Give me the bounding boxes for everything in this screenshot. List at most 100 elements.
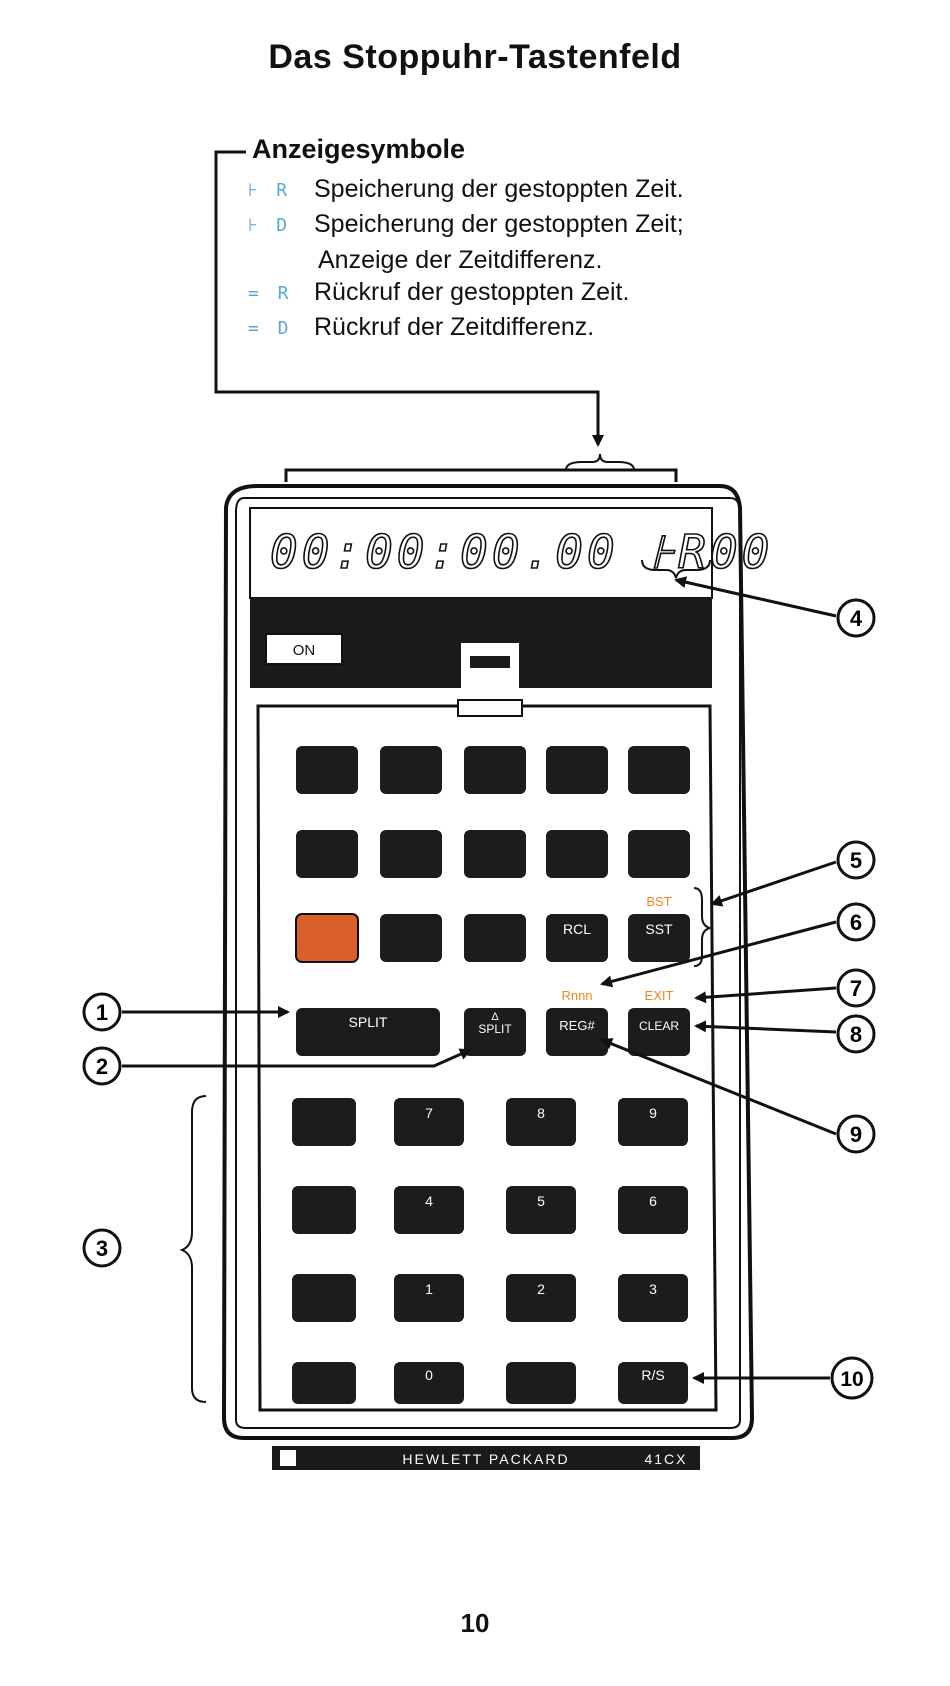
sst-key-label: SST [645,921,673,937]
key-1[interactable] [394,1274,464,1322]
blank-key-r2-2[interactable] [380,830,442,878]
key-6[interactable] [618,1186,688,1234]
legend-text-recall-r: Rückruf der gestoppten Zeit. [314,278,630,306]
callout-1: 1 [82,992,122,1032]
reg-key-label: REG# [559,1018,595,1033]
shift-key[interactable] [295,913,359,963]
blank-key-r1-4[interactable] [546,746,608,794]
key-7[interactable] [394,1098,464,1146]
split-key[interactable] [296,1008,440,1056]
key-row-5: 7 8 9 [292,1098,688,1146]
key-8[interactable] [506,1098,576,1146]
key-2[interactable] [506,1274,576,1322]
model-label: 41CX [644,1451,687,1467]
callout-2: 2 [82,1046,122,1086]
key-4-label: 4 [425,1193,433,1209]
blank-key-r1-5[interactable] [628,746,690,794]
callout-3-label: 3 [96,1236,108,1261]
key-row-4: SPLIT Δ SPLIT REG# Rnnn CLEAR EXIT [296,988,690,1056]
callout-6: 6 [836,902,876,942]
row3-brace [693,887,711,967]
key-row-8: 0 R/S [292,1362,688,1404]
blank-key-r7-1[interactable] [292,1274,356,1322]
legend-text-store-r: Speicherung der gestoppten Zeit. [314,175,684,203]
blank-key-r2-1[interactable] [296,830,358,878]
blank-key-r2-5[interactable] [628,830,690,878]
callout-4: 4 [836,598,876,638]
blank-key-r5-1[interactable] [292,1098,356,1146]
legend-symbol-store-d: ⊦ D [248,215,292,236]
key-8-label: 8 [537,1105,545,1121]
blank-key-r1-1[interactable] [296,746,358,794]
delta-split-key-label: SPLIT [478,1022,512,1036]
key-row-2 [296,830,690,878]
bst-shift-label: BST [646,894,671,909]
legend-brace [565,453,635,471]
delta-split-key[interactable] [464,1008,526,1056]
blank-key-r1-2[interactable] [380,746,442,794]
callout-1-label: 1 [96,1000,108,1025]
clear-key-label: CLEAR [639,1019,679,1033]
leader-5 [710,860,837,907]
blank-key-r6-1[interactable] [292,1186,356,1234]
blank-key-r1-3[interactable] [464,746,526,794]
rcl-key-label: RCL [563,921,591,937]
key-9-label: 9 [649,1105,657,1121]
sst-key[interactable] [628,914,690,962]
blank-key-r2-4[interactable] [546,830,608,878]
leader-4 [674,576,837,618]
callout-9: 9 [836,1114,876,1154]
blank-key-r8-3[interactable] [506,1362,576,1404]
rs-key[interactable] [618,1362,688,1404]
callout-6-label: 6 [850,910,862,935]
key-9[interactable] [618,1098,688,1146]
rnnn-shift-label: Rnnn [561,988,592,1003]
rs-key-label: R/S [641,1367,664,1383]
key-row-3: RCL SST BST [295,894,690,963]
blank-key-r8-1[interactable] [292,1362,356,1404]
callout-10: 10 [830,1356,874,1400]
legend-text-recall-d: Rückruf der Zeitdifferenz. [314,313,595,341]
key-3[interactable] [618,1274,688,1322]
blank-key-r3-3[interactable] [464,914,526,962]
clear-key[interactable] [628,1008,690,1056]
legend-heading: Anzeigesymbole [252,134,466,164]
callout-9-label: 9 [850,1122,862,1147]
reg-key[interactable] [546,1008,608,1056]
legend-symbol-recall-r: = R [248,283,293,304]
key-4[interactable] [394,1186,464,1234]
key-row-7: 1 2 3 [292,1274,688,1322]
split-key-label: SPLIT [349,1014,388,1030]
key-0[interactable] [394,1362,464,1404]
legend-symbol-recall-d: = D [248,318,293,339]
leader-6 [600,920,837,988]
key-2-label: 2 [537,1281,545,1297]
keypad-brace [179,1095,207,1403]
legend-symbol-store-r: ⊦ R [248,180,292,201]
on-button[interactable] [265,633,343,665]
key-5-label: 5 [537,1193,545,1209]
page-title: Das Stoppuhr-Tastenfeld [268,38,682,76]
key-3-label: 3 [649,1281,657,1297]
rcl-key[interactable] [546,914,608,962]
on-button-label: ON [293,642,316,659]
callout-3: 3 [82,1228,122,1268]
callout-5-label: 5 [850,848,862,873]
callout-7-label: 7 [850,976,862,1001]
callout-7: 7 [836,968,876,1008]
key-1-label: 1 [425,1281,433,1297]
key-row-1 [296,746,690,794]
callout-8: 8 [836,1014,876,1054]
exit-shift-label: EXIT [645,988,674,1003]
key-5[interactable] [506,1186,576,1234]
leader-7 [694,986,837,1004]
blank-key-r3-2[interactable] [380,914,442,962]
leader-2 [122,1048,472,1068]
blank-key-r2-3[interactable] [464,830,526,878]
key-row-6: 4 5 6 [292,1186,688,1234]
leader-8 [694,1020,837,1034]
legend-text-store-d-cont: Anzeige der Zeitdifferenz. [318,246,603,274]
delta-symbol: Δ [491,1011,499,1023]
legend-text-store-d: Speicherung der gestoppten Zeit; [314,210,684,238]
leader-9 [600,1038,837,1136]
